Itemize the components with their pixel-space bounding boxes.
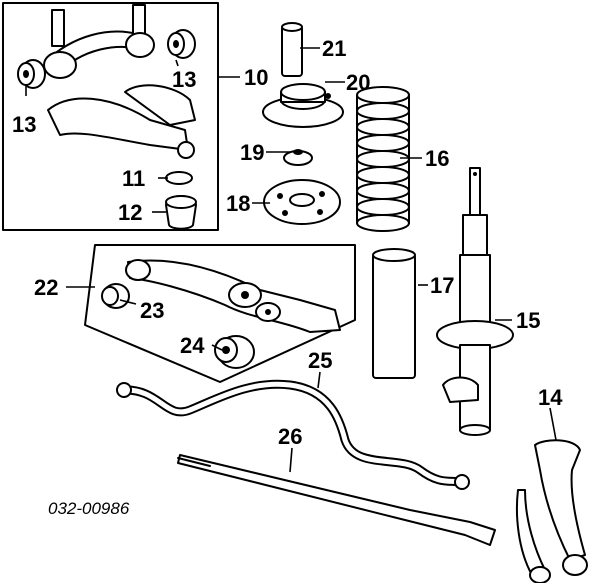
callout-25: 25 [308, 348, 332, 373]
callout-15: 15 [516, 308, 540, 333]
dust-boot-12-part [165, 195, 197, 230]
coil-spring-16-part [356, 86, 410, 232]
callout-19: 19 [240, 140, 264, 165]
document-number: 032-00986 [48, 499, 130, 518]
callout-24: 24 [180, 333, 205, 358]
callout-26: 26 [278, 424, 302, 449]
upper-arm-group-box [2, 2, 219, 231]
callout-22: 22 [34, 275, 58, 300]
bushing-13-left-part [17, 59, 46, 89]
upper-control-arm-part [43, 4, 196, 159]
shock-absorber-15-part [436, 167, 514, 436]
callout-23: 23 [140, 298, 164, 323]
clip-ring-11-part [165, 171, 193, 185]
callout-20: 20 [346, 70, 370, 95]
knuckle-14-part [515, 439, 588, 583]
callout-16: 16 [425, 146, 449, 171]
bushing-24-part [214, 335, 255, 369]
callout-10: 10 [244, 65, 268, 90]
stabilizer-bar-25-part [116, 379, 470, 490]
dust-cover-17-part [372, 248, 416, 379]
bushing-23-part [101, 283, 130, 309]
upper-mount-20-part [262, 83, 344, 128]
callout-13-left: 13 [12, 112, 36, 137]
bushing-13-right-part [167, 29, 196, 59]
washer-plate-18-part [263, 179, 341, 225]
radius-rod-26-part [177, 454, 496, 546]
callout-12: 12 [118, 200, 142, 225]
callout-17: 17 [430, 273, 454, 298]
callout-21: 21 [322, 36, 346, 61]
lower-arm-group-box [84, 244, 356, 383]
callout-14: 14 [538, 385, 563, 410]
leader-lines [25, 47, 557, 473]
callout-13-right: 13 [172, 67, 196, 92]
nut-19-part [283, 149, 313, 166]
callout-18: 18 [226, 191, 250, 216]
bump-stop-21-part [281, 22, 303, 77]
callout-11: 11 [122, 166, 145, 191]
lower-control-arm-part [125, 259, 341, 333]
